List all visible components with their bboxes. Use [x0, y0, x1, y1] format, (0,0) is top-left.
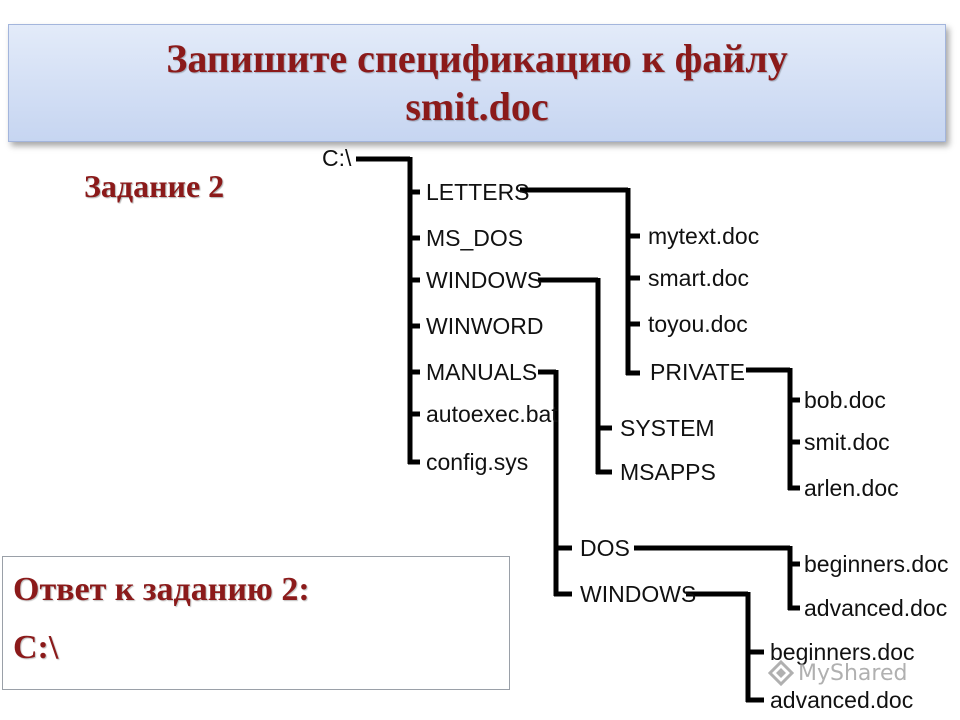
title-banner: Запишите спецификацию к файлу smit.doc — [8, 24, 946, 142]
tree-node-manuals-dos: DOS — [580, 535, 630, 561]
tree-node-system: SYSTEM — [620, 415, 715, 441]
tree-node-private: PRIVATE — [650, 359, 745, 385]
tree-node-smart: smart.doc — [648, 265, 749, 291]
watermark-text: MyShared — [798, 660, 908, 686]
tree-connectors — [356, 156, 800, 703]
answer-label: Ответ к заданию 2: — [13, 571, 310, 608]
tree-node-mytext: mytext.doc — [648, 223, 759, 249]
tree-node-smit: smit.doc — [804, 429, 890, 455]
tree-node-manuals: MANUALS — [426, 359, 537, 385]
tree-node-msapps: MSAPPS — [620, 459, 716, 485]
answer-box: Ответ к заданию 2: C:\ — [2, 556, 510, 690]
tree-node-toyou: toyou.doc — [648, 311, 748, 337]
tree-node-winword: WINWORD — [426, 313, 544, 339]
tree-node-dos-beginners: beginners.doc — [804, 551, 949, 577]
answer-value: C:\ — [13, 629, 59, 666]
tree-node-dos-advanced: advanced.doc — [804, 595, 947, 621]
tree-node-bob: bob.doc — [804, 387, 886, 413]
tree-node-config: config.sys — [426, 449, 528, 475]
tree-node-arlen: arlen.doc — [804, 475, 899, 501]
tree-root-label: C:\ — [322, 145, 352, 171]
tree-node-autoexec: autoexec.bat — [426, 401, 558, 427]
tree-node-letters: LETTERS — [426, 179, 530, 205]
tree-node-windows: WINDOWS — [426, 267, 542, 293]
tree-node-manuals-windows: WINDOWS — [580, 581, 696, 607]
tree-node-ms-dos: MS_DOS — [426, 225, 523, 251]
tree-node-win-beginners: beginners.doc — [770, 639, 915, 665]
task-label: Задание 2 — [84, 168, 225, 204]
watermark: MyShared — [768, 660, 907, 686]
title-line-1: Запишите спецификацию к файлу — [166, 36, 788, 81]
tree-node-win-advanced: advanced.doc — [770, 687, 913, 713]
title-line-2: smit.doc — [405, 84, 549, 129]
myshared-logo-icon — [768, 660, 794, 686]
